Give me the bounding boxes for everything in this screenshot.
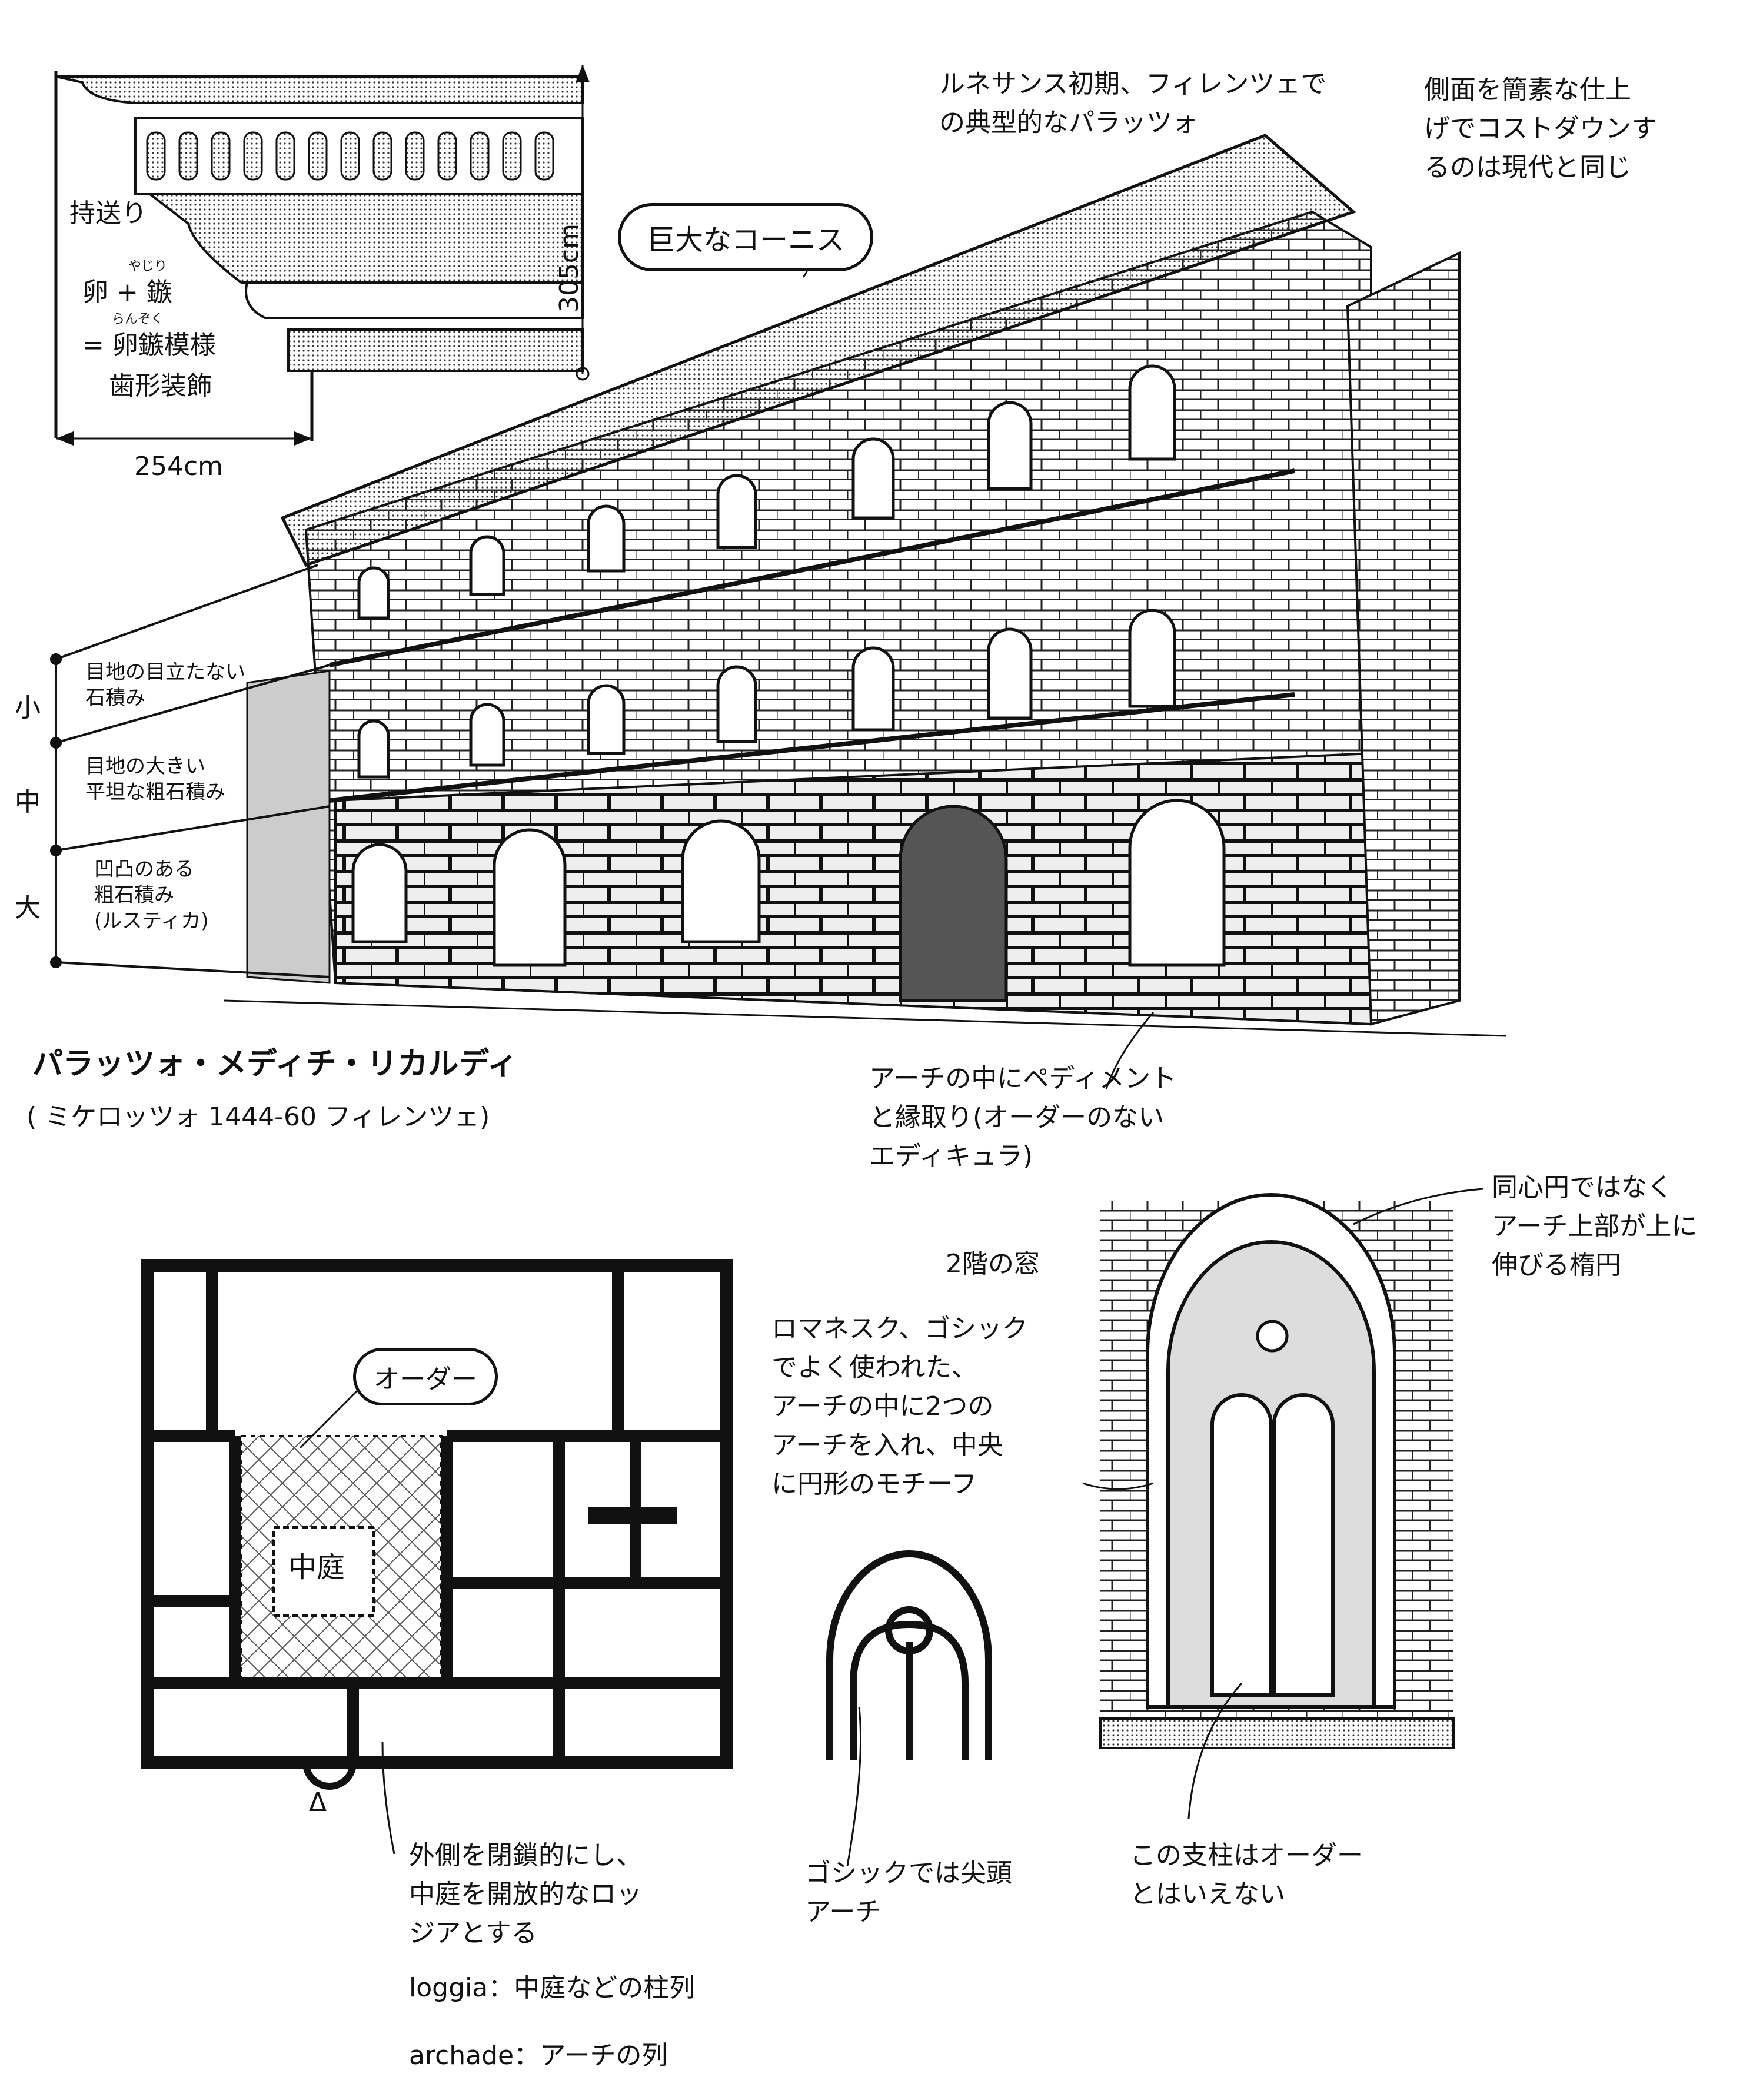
note-line: 粗石積み bbox=[94, 883, 174, 907]
note-line: この支柱はオーダー bbox=[1130, 1840, 1363, 1870]
note-line: ジアとする bbox=[409, 1918, 537, 1948]
label-bracket: 持送り bbox=[69, 198, 147, 228]
note-line: アーチの中に2つの bbox=[771, 1391, 994, 1421]
north-mark: Δ bbox=[309, 1787, 327, 1817]
note-side-face: 側面を簡素な仕上 げでコストダウンす るのは現代と同じ bbox=[1424, 71, 1657, 187]
note-mullion: この支柱はオーダー とはいえない bbox=[1130, 1836, 1363, 1914]
masonry-level-upper: 目地の目立たない 石積み bbox=[85, 659, 245, 711]
note-line: アーチの中にペディメント bbox=[869, 1064, 1177, 1094]
page-subtitle: ( ミケロッツォ 1444-60 フィレンツェ) bbox=[26, 1102, 490, 1132]
note-line: と縁取り(オーダーのない bbox=[869, 1102, 1165, 1132]
masonry-level-lower: 凹凸のある 粗石積み (ルスティカ) bbox=[94, 856, 209, 934]
palazzo-facade-drawing bbox=[223, 134, 1507, 1037]
note-line: 中庭を開放的なロッ bbox=[409, 1879, 642, 1909]
note-arcade: archade：アーチの列 bbox=[409, 2041, 668, 2071]
order-bubble: オーダー bbox=[353, 1348, 498, 1405]
note-line: ルネサンス初期、フィレンツェで bbox=[939, 69, 1327, 99]
note-line: (ルスティカ) bbox=[94, 909, 209, 933]
note-edicule: アーチの中にペディメント と縁取り(オーダーのない エディキュラ) bbox=[869, 1059, 1176, 1176]
note-line: でよく使われた、 bbox=[771, 1353, 977, 1383]
cornice-detail-drawing bbox=[54, 65, 590, 446]
label-egg-dart: 卵 + 鏃 bbox=[82, 277, 172, 307]
width-dimension: 254cm bbox=[134, 451, 224, 481]
note-line: 外側を閉鎖的にし、 bbox=[409, 1840, 642, 1870]
note-line: 石積み bbox=[85, 686, 145, 710]
note-line: アーチを入れ、中央 bbox=[771, 1430, 1003, 1460]
height-dimension: 305cm bbox=[554, 224, 584, 313]
note-loggia: loggia：中庭などの柱列 bbox=[409, 1973, 696, 2003]
note-line: るのは現代と同じ bbox=[1424, 152, 1631, 182]
courtyard-label: 中庭 bbox=[288, 1551, 345, 1584]
note-line: げでコストダウンす bbox=[1424, 114, 1657, 144]
note-line: アーチ bbox=[805, 1897, 882, 1927]
note-renaissance: ルネサンス初期、フィレンツェで の典型的なパラッツォ bbox=[939, 65, 1326, 142]
note-line: の典型的なパラッツォ bbox=[939, 108, 1198, 138]
note-line: 凹凸のある bbox=[94, 858, 194, 881]
masonry-level-middle: 目地の大きい 平坦な粗石積み bbox=[85, 753, 225, 805]
note-line: とはいえない bbox=[1130, 1879, 1285, 1909]
window-label: 2階の窓 bbox=[946, 1249, 1040, 1279]
note-line: 目地の目立たない bbox=[85, 660, 245, 684]
label-egg-dart-pattern: = 卵鏃模様 bbox=[82, 330, 216, 360]
note-line: 側面を簡素な仕上 bbox=[1424, 75, 1631, 105]
note-twin-arch-motif: ロマネスク、ゴシック でよく使われた、 アーチの中に2つの アーチを入れ、中央 … bbox=[771, 1310, 1028, 1504]
size-small: 小 bbox=[15, 693, 41, 723]
masonry-scale-bracket bbox=[50, 564, 330, 978]
note-plan: 外側を閉鎖的にし、 中庭を開放的なロッ ジアとする bbox=[409, 1836, 642, 1953]
cornice-bubble: 巨大なコーニス bbox=[618, 203, 874, 271]
label-dentil: 歯形装飾 bbox=[109, 371, 212, 401]
size-medium: 中 bbox=[15, 787, 41, 817]
note-line: アーチ上部が上に bbox=[1492, 1211, 1698, 1241]
floor-plan-drawing bbox=[141, 1259, 733, 1790]
ruby-ranzoku: らんぞく bbox=[112, 312, 164, 327]
note-line: 伸びる楕円 bbox=[1492, 1250, 1621, 1280]
note-line: 平坦な粗石積み bbox=[85, 780, 225, 804]
note-line: エディキュラ) bbox=[869, 1141, 1033, 1171]
note-line: ロマネスク、ゴシック bbox=[771, 1314, 1029, 1344]
note-gothic: ゴシックでは尖頭 アーチ bbox=[805, 1854, 1012, 1932]
note-line: ゴシックでは尖頭 bbox=[805, 1858, 1012, 1888]
second-floor-window-drawing bbox=[1099, 1193, 1455, 1749]
twin-arch-diagram bbox=[826, 1550, 992, 1760]
note-line: に円形のモチーフ bbox=[771, 1469, 977, 1499]
ruby-yajiri: やじり bbox=[128, 259, 168, 274]
note-line: 同心円ではなく bbox=[1492, 1172, 1673, 1202]
note-ellipse: 同心円ではなく アーチ上部が上に 伸びる楕円 bbox=[1492, 1168, 1697, 1285]
page-title: パラッツォ・メディチ・リカルディ bbox=[32, 1046, 518, 1082]
note-line: 目地の大きい bbox=[85, 755, 205, 778]
size-large: 大 bbox=[15, 893, 41, 923]
